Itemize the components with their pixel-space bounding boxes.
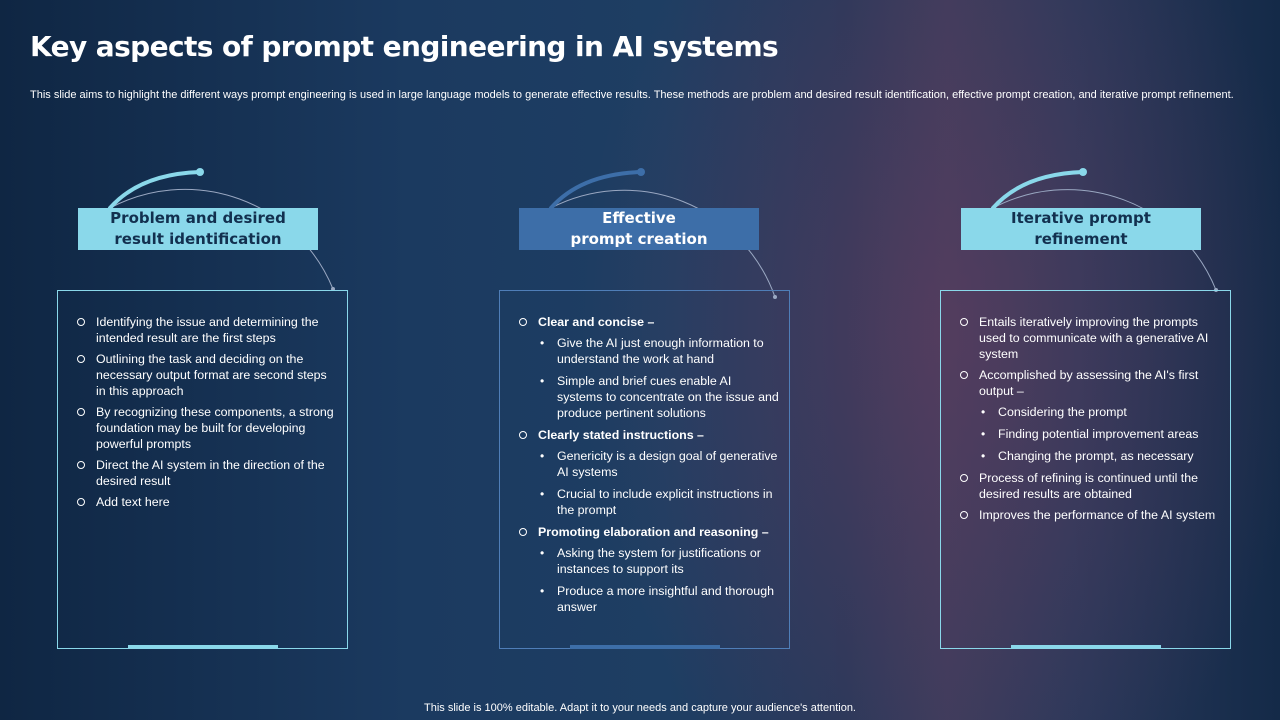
column-header-line: result identification bbox=[114, 230, 282, 248]
group-label: Accomplished by assessing the AI's first… bbox=[979, 368, 1199, 398]
sub-list-item: Genericity is a design goal of generativ… bbox=[538, 448, 780, 480]
sub-list-item: Asking the system for justifications or … bbox=[538, 545, 780, 577]
slide-title: Key aspects of prompt engineering in AI … bbox=[30, 30, 779, 63]
group-label: Clearly stated instructions – bbox=[538, 428, 704, 442]
sub-list-item: Considering the prompt bbox=[979, 404, 1221, 420]
group-label: Clear and concise – bbox=[538, 315, 655, 329]
list-group: Accomplished by assessing the AI's first… bbox=[957, 367, 1221, 464]
card-problem-identification: Identifying the issue and determining th… bbox=[57, 290, 348, 649]
column-header-line: Iterative prompt bbox=[1011, 209, 1151, 227]
arc-dot-top-1 bbox=[196, 168, 204, 176]
column-header-line: prompt creation bbox=[570, 230, 708, 248]
column-header-prompt-creation: Effective prompt creation bbox=[519, 208, 759, 250]
sub-list-item: Finding potential improvement areas bbox=[979, 426, 1221, 442]
card-content: Clear and concise – Give the AI just eno… bbox=[516, 314, 780, 621]
arc-highlight-1 bbox=[108, 170, 202, 210]
sub-list-item: Crucial to include explicit instructions… bbox=[538, 486, 780, 518]
bullet-list: Entails iteratively improving the prompt… bbox=[957, 314, 1221, 523]
list-item: Identifying the issue and determining th… bbox=[74, 314, 338, 346]
sub-list: Genericity is a design goal of generativ… bbox=[538, 448, 780, 518]
arc-outline-3 bbox=[992, 189, 1217, 291]
list-item[interactable]: Add text here bbox=[74, 494, 338, 510]
card-accent-bar bbox=[570, 645, 720, 649]
card-prompt-creation: Clear and concise – Give the AI just eno… bbox=[499, 290, 790, 649]
sub-list-item: Simple and brief cues enable AI systems … bbox=[538, 373, 780, 421]
arc-highlight-2 bbox=[549, 170, 643, 210]
list-item: Process of refining is continued until t… bbox=[957, 470, 1221, 502]
sub-list: Considering the prompt Finding potential… bbox=[979, 404, 1221, 464]
column-header-problem: Problem and desired result identificatio… bbox=[78, 208, 318, 250]
arc-dot-top-3 bbox=[1079, 168, 1087, 176]
sub-list: Asking the system for justifications or … bbox=[538, 545, 780, 615]
sub-list: Give the AI just enough information to u… bbox=[538, 335, 780, 421]
arc-dot-end-2 bbox=[773, 295, 777, 299]
bullet-list: Identifying the issue and determining th… bbox=[74, 314, 338, 510]
sub-list-item: Produce a more insightful and thorough a… bbox=[538, 583, 780, 615]
list-group: Promoting elaboration and reasoning – As… bbox=[516, 524, 780, 615]
list-item: Direct the AI system in the direction of… bbox=[74, 457, 338, 489]
column-header-line: refinement bbox=[1034, 230, 1128, 248]
group-label: Promoting elaboration and reasoning – bbox=[538, 525, 769, 539]
column-header-line: Problem and desired bbox=[110, 209, 286, 227]
list-item: Entails iteratively improving the prompt… bbox=[957, 314, 1221, 362]
column-header-refinement: Iterative prompt refinement bbox=[961, 208, 1201, 250]
list-item: Improves the performance of the AI syste… bbox=[957, 507, 1221, 523]
arc-dot-top-2 bbox=[637, 168, 645, 176]
card-content: Entails iteratively improving the prompt… bbox=[957, 314, 1221, 528]
slide-subtitle: This slide aims to highlight the differe… bbox=[30, 89, 1234, 101]
slide-footer: This slide is 100% editable. Adapt it to… bbox=[424, 702, 856, 714]
arc-highlight-3 bbox=[991, 170, 1085, 210]
list-item: Outlining the task and deciding on the n… bbox=[74, 351, 338, 399]
sub-list-item: Give the AI just enough information to u… bbox=[538, 335, 780, 367]
list-item: By recognizing these components, a stron… bbox=[74, 404, 338, 452]
column-header-line: Effective bbox=[602, 209, 676, 227]
arc-outline-1 bbox=[109, 188, 334, 290]
card-accent-bar bbox=[128, 645, 278, 649]
sub-list-item: Changing the prompt, as necessary bbox=[979, 448, 1221, 464]
card-iterative-refinement: Entails iteratively improving the prompt… bbox=[940, 290, 1231, 649]
card-accent-bar bbox=[1011, 645, 1161, 649]
list-group: Clearly stated instructions – Genericity… bbox=[516, 427, 780, 518]
card-content: Identifying the issue and determining th… bbox=[74, 314, 338, 515]
list-group: Clear and concise – Give the AI just eno… bbox=[516, 314, 780, 421]
bullet-list: Clear and concise – Give the AI just eno… bbox=[516, 314, 780, 615]
arc-outline-2 bbox=[550, 189, 776, 298]
